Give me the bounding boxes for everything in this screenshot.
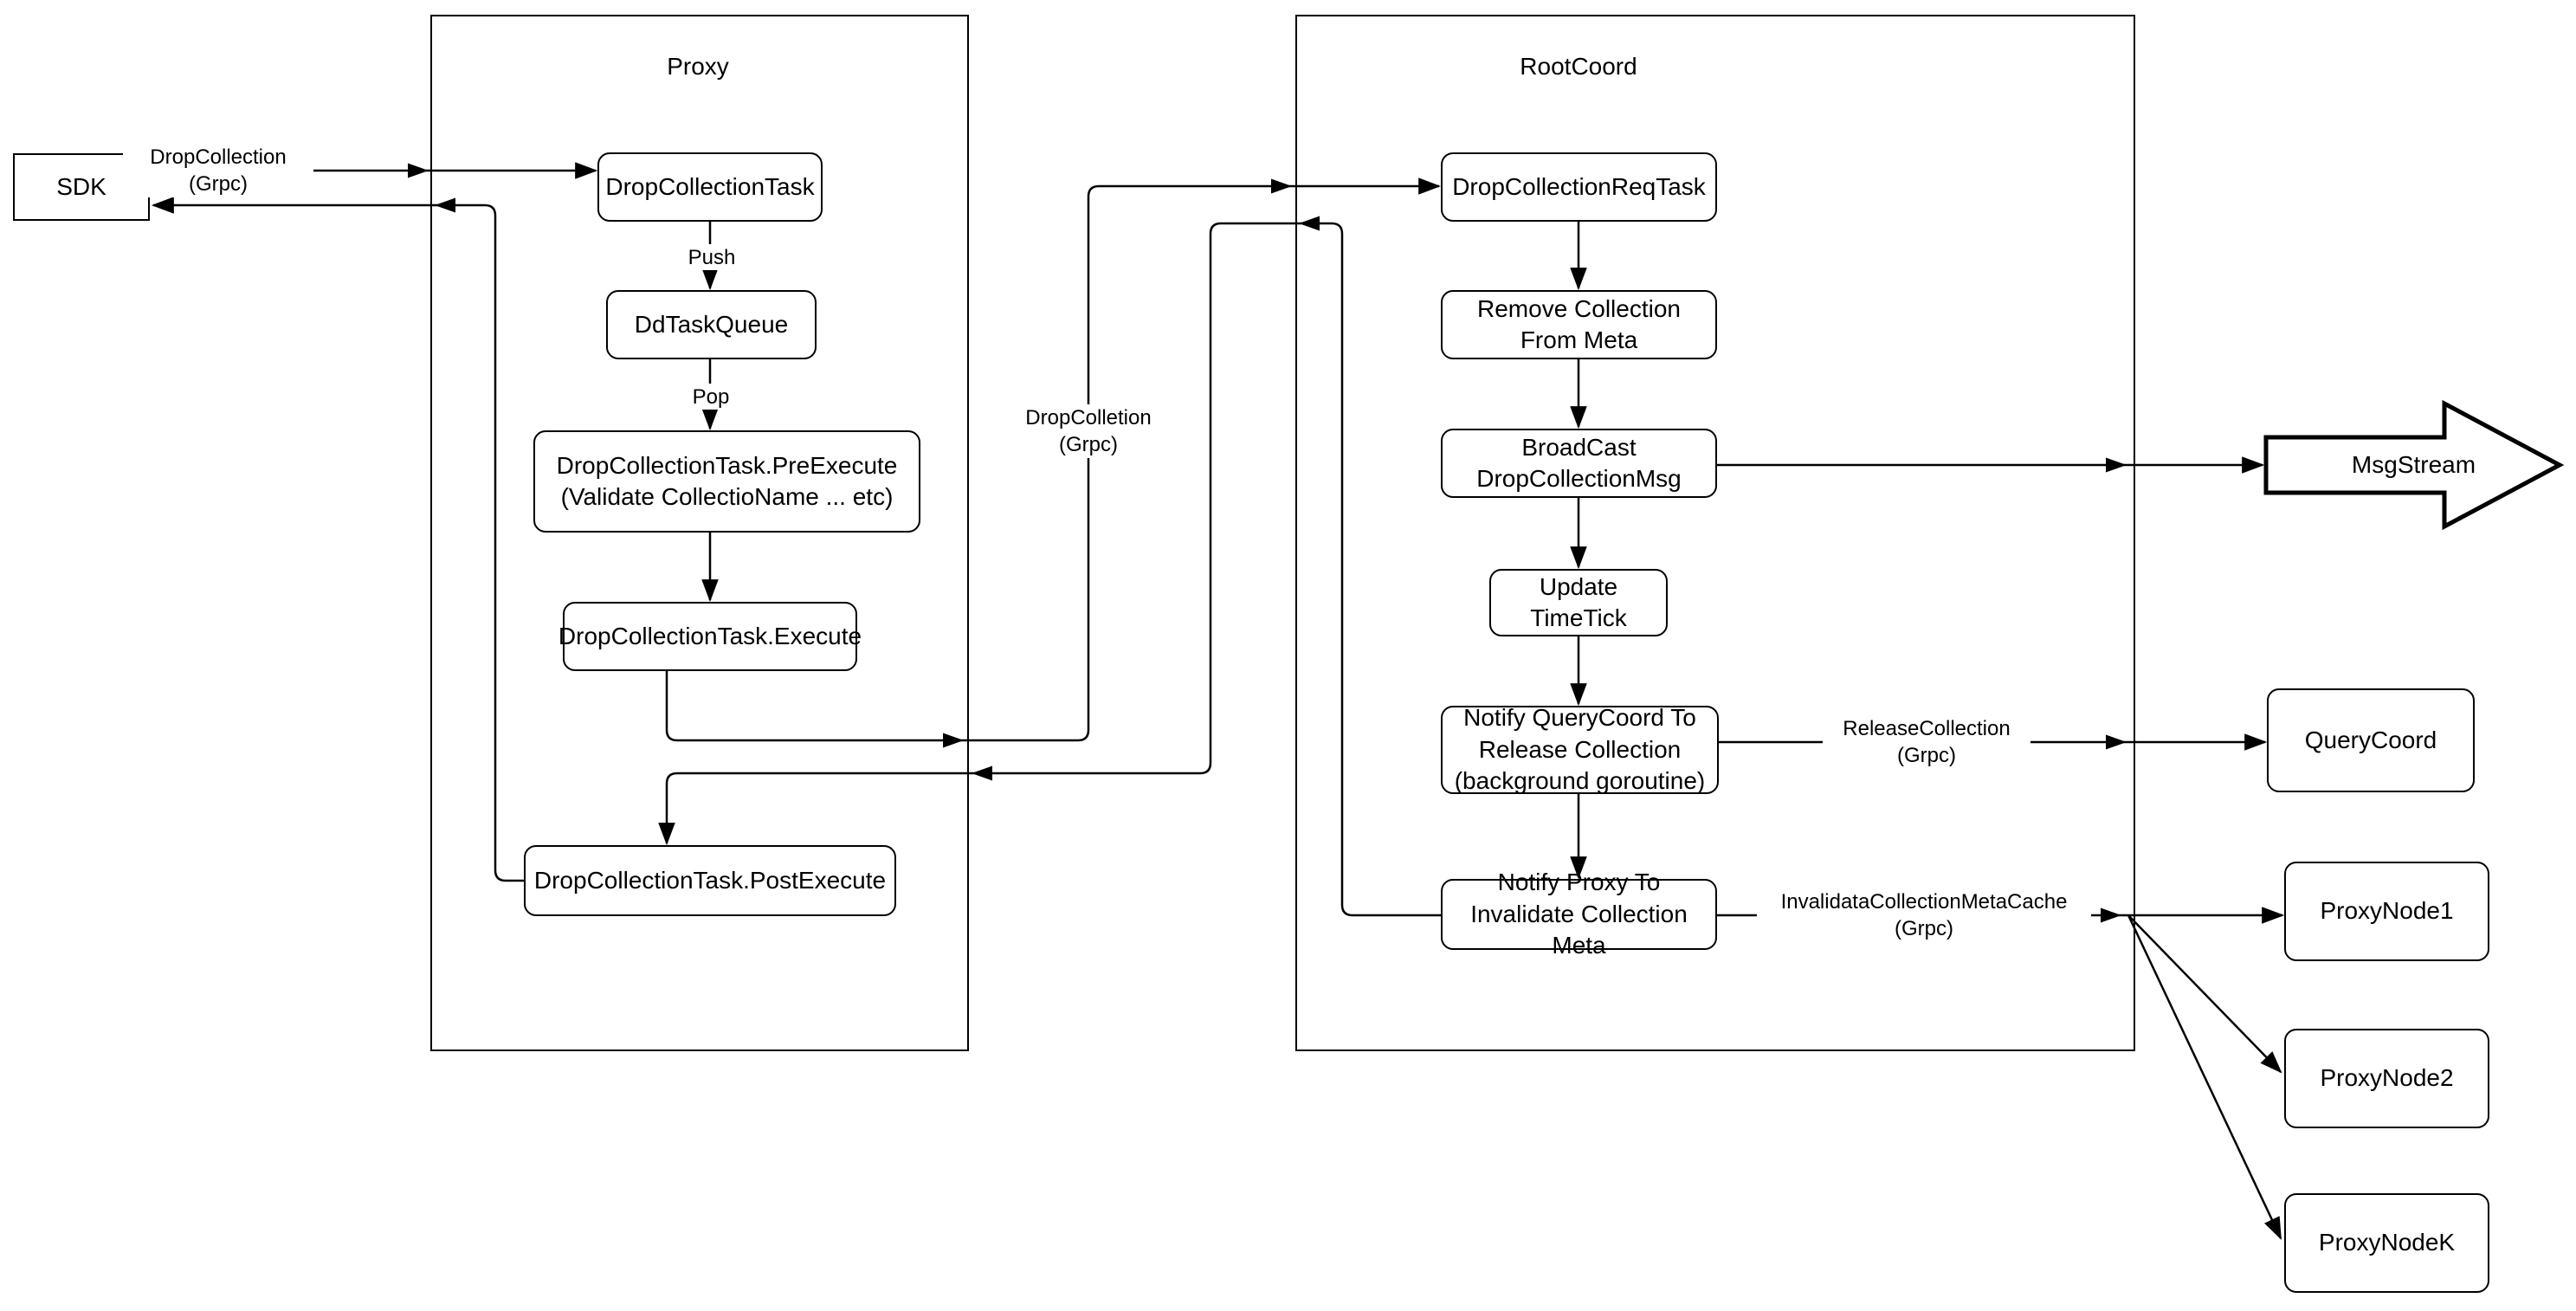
arrowhead-reply-rootcoord-border bbox=[1299, 216, 1320, 231]
arrowhead-proxy-border-in bbox=[408, 163, 429, 178]
arrowhead-release-border bbox=[2106, 734, 2127, 750]
msgstream-arrow-shape bbox=[2263, 399, 2565, 531]
edge-rootcoord-reply-to-postexecute bbox=[658, 222, 1441, 917]
node-proxynode1: ProxyNode1 bbox=[2284, 862, 2489, 961]
arrowhead-rootcoord-border-in bbox=[1271, 178, 1292, 194]
edge-label-dropcollection-grpc: DropCollection (Grpc) bbox=[123, 144, 313, 197]
edge-label-invalidatacollectionmetacache-grpc: InvalidataCollectionMetaCache (Grpc) bbox=[1757, 888, 2091, 942]
node-update-timetick: Update TimeTick bbox=[1489, 569, 1668, 636]
edge-postexecute-to-sdk bbox=[151, 197, 526, 882]
arrowhead-proxy-border-out bbox=[435, 197, 455, 213]
node-drop-collection-task: DropCollectionTask bbox=[597, 152, 823, 222]
node-sdk: SDK bbox=[13, 153, 150, 221]
node-preexecute: DropCollectionTask.PreExecute (Validate … bbox=[533, 430, 920, 533]
edge-execute-to-reqtask bbox=[665, 178, 1442, 742]
rootcoord-container bbox=[1295, 15, 2135, 1051]
edge-label-push: Push bbox=[677, 244, 746, 270]
rootcoord-container-title: RootCoord bbox=[1520, 53, 1637, 80]
arrowhead-invalidate-border bbox=[2101, 907, 2121, 923]
edge-invalidate-proxynodek bbox=[2127, 914, 2282, 1240]
node-notify-querycoord: Notify QueryCoord To Release Collection … bbox=[1441, 704, 1719, 794]
edge-invalidate-proxynode2 bbox=[2127, 914, 2282, 1074]
node-execute: DropCollectionTask.Execute bbox=[558, 602, 862, 671]
edge-label-dropcolletion-grpc: DropColletion (Grpc) bbox=[1002, 404, 1175, 458]
edge-label-releasecollection-grpc: ReleaseCollection (Grpc) bbox=[1823, 715, 2030, 769]
arrowhead-msgstream-border bbox=[2106, 457, 2127, 473]
node-postexecute: DropCollectionTask.PostExecute bbox=[524, 845, 896, 916]
node-querycoord: QueryCoord bbox=[2267, 688, 2475, 792]
proxy-container bbox=[430, 15, 969, 1051]
edge-label-pop: Pop bbox=[685, 384, 737, 410]
arrowhead-proxy-right-border bbox=[943, 733, 964, 748]
node-drop-collection-req-task: DropCollectionReqTask bbox=[1441, 152, 1717, 222]
node-proxynodek: ProxyNodeK bbox=[2284, 1193, 2489, 1293]
node-proxynode2: ProxyNode2 bbox=[2284, 1029, 2489, 1128]
msgstream-label: MsgStream bbox=[2351, 451, 2476, 478]
node-broadcast-dropcollectionmsg: BroadCast DropCollectionMsg bbox=[1441, 429, 1717, 498]
arrowhead-reply-proxy-border bbox=[972, 765, 992, 781]
node-notify-proxy: Notify Proxy To Invalidate Collection Me… bbox=[1441, 869, 1717, 959]
node-dd-task-queue: DdTaskQueue bbox=[606, 290, 817, 359]
proxy-container-title: Proxy bbox=[667, 53, 729, 80]
node-remove-collection-from-meta: Remove Collection From Meta bbox=[1441, 290, 1717, 359]
